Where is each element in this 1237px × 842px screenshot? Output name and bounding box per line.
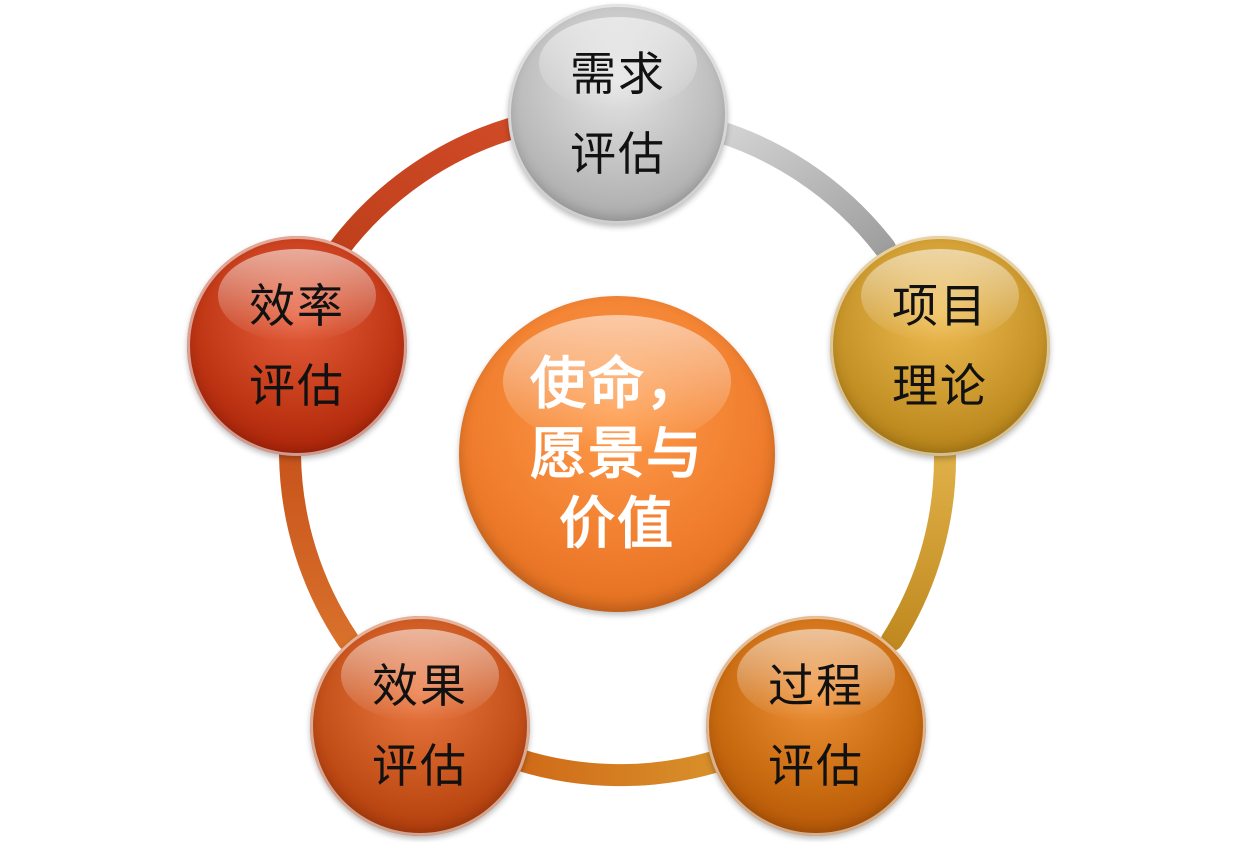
ring-segment-needs-theory [689,115,896,259]
node-label: 效果 评估 [372,646,468,806]
center-label: 使命， 愿景与 价值 [530,349,704,559]
node-line-2: 理论 [892,359,988,413]
node-line-1: 需求 [570,47,666,101]
node-needs-assessment: 需求 评估 [508,4,728,224]
node-label: 过程 评估 [768,646,864,806]
node-label: 需求 评估 [570,34,666,194]
center-line-1: 使命， [530,351,704,417]
node-line-1: 效率 [249,279,345,333]
node-efficiency-evaluation: 效率 评估 [187,236,407,456]
center-circle-mission: 使命， 愿景与 价值 [459,296,775,612]
node-line-1: 效果 [372,659,468,713]
node-line-1: 项目 [892,279,988,333]
node-outcome-evaluation: 效果 评估 [310,616,530,836]
node-label: 效率 评估 [249,266,345,426]
node-line-2: 评估 [372,739,468,793]
node-label: 项目 理论 [892,266,988,426]
ring-segment-theory-process [881,444,957,651]
ring-segment-efficiency-needs [327,115,531,261]
center-line-2: 愿景与 [530,421,704,487]
ring-segment-process-outcome [509,749,725,787]
center-line-3: 价值 [559,491,675,557]
ring-segment-outcome-efficiency [279,444,359,651]
node-process-evaluation: 过程 评估 [706,616,926,836]
node-program-theory: 项目 理论 [830,236,1050,456]
node-line-2: 评估 [249,359,345,413]
node-line-2: 评估 [768,739,864,793]
node-line-2: 评估 [570,127,666,181]
node-line-1: 过程 [768,659,864,713]
